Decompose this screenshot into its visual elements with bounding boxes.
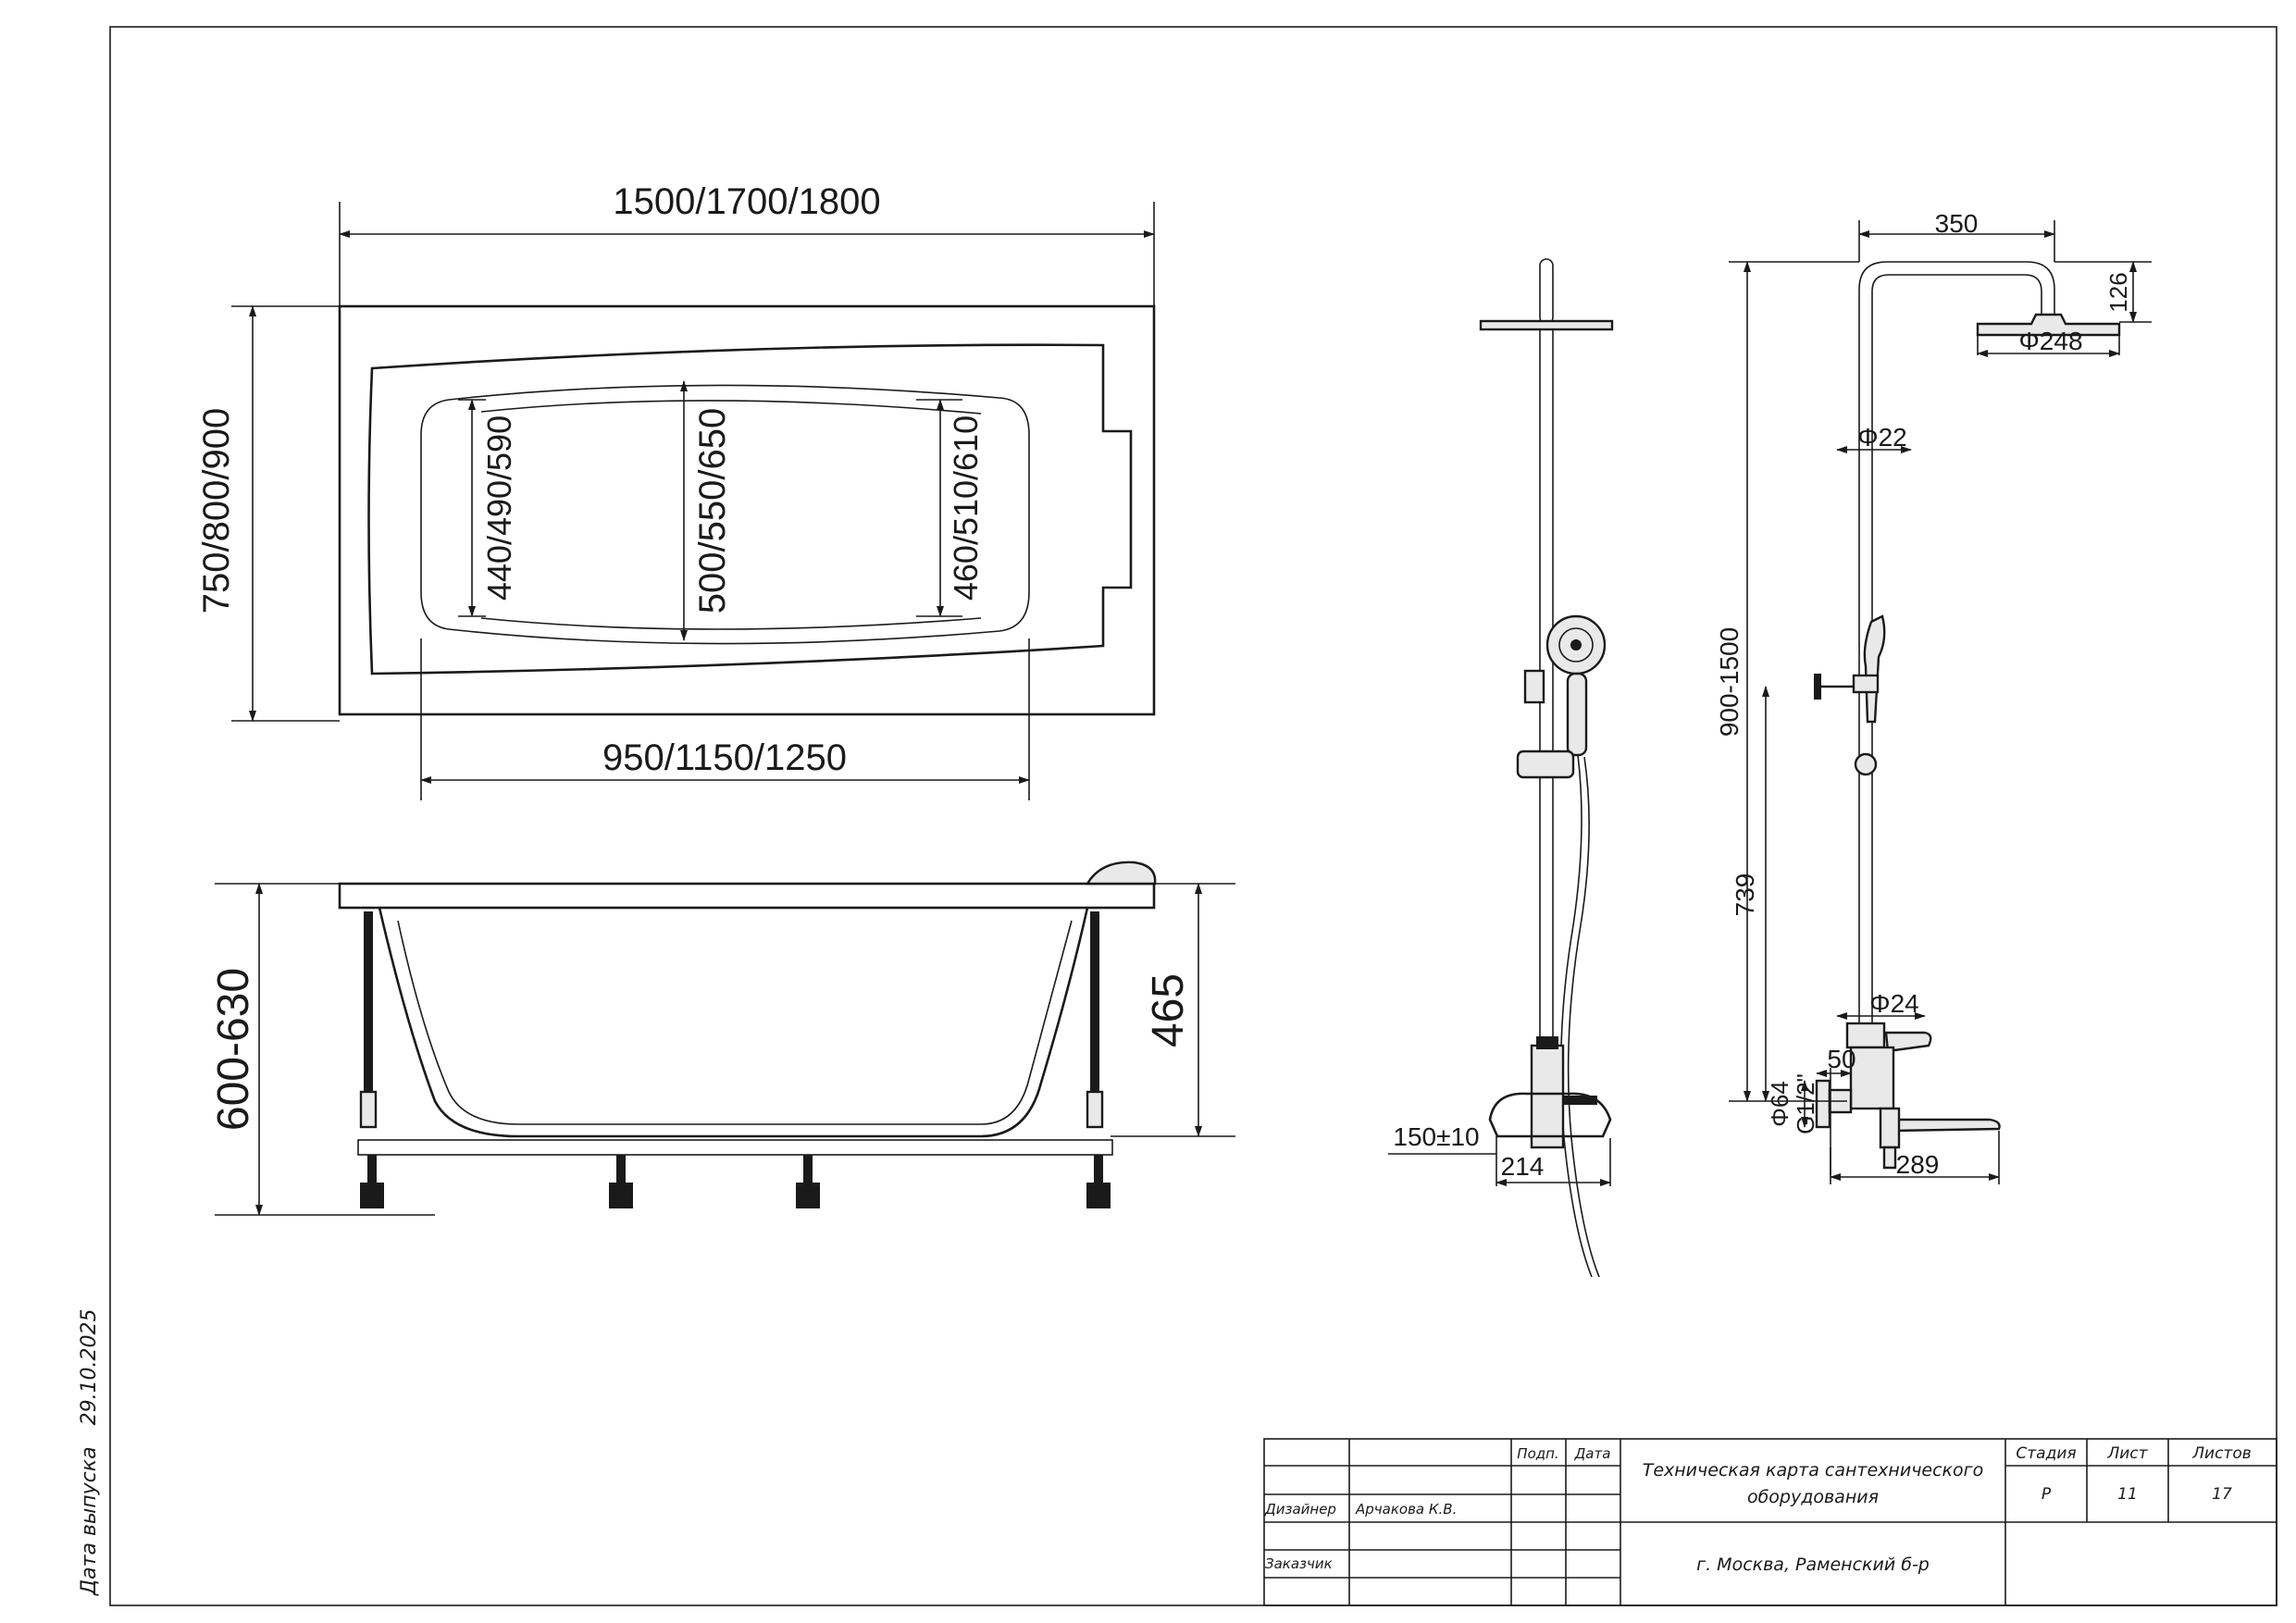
sheet-value: 11 bbox=[2117, 1485, 2138, 1504]
bathtub-top-view: 1500/1700/1800 750/800/900 950/1150/1250… bbox=[196, 181, 1156, 800]
shower-side-holder-knob bbox=[1814, 674, 1821, 700]
dim-bottom-length-label: 950/1150/1250 bbox=[602, 737, 847, 778]
bathtub-side-view: 600-630 465 bbox=[209, 861, 1235, 1216]
shower-side-arm-outer bbox=[1858, 261, 2055, 1027]
dim-inner-left-label: 440/490/590 bbox=[480, 415, 518, 601]
shower-side-slider bbox=[1854, 752, 1878, 776]
dim-shower-height-label: 900-1500 bbox=[1715, 627, 1744, 737]
shower-hose bbox=[1559, 754, 1593, 1278]
bathtub-side-inner bbox=[397, 920, 1073, 1125]
dim-width-label: 750/800/900 bbox=[196, 408, 237, 613]
shower-front-mixer-top bbox=[1536, 1036, 1558, 1049]
dim-thread-label: G1/2" bbox=[1792, 1073, 1819, 1134]
bathtub-leg-right bbox=[1090, 911, 1099, 1092]
col-date-label: Дата bbox=[1574, 1445, 1611, 1462]
sheets-value: 17 bbox=[2212, 1485, 2232, 1504]
shower-side-view: 350 126 Φ248 Φ22 900-1500 739 Φ24 50 Φ64… bbox=[1715, 209, 2152, 1184]
shower-side-lever bbox=[1884, 1031, 1932, 1053]
dim-spout-length-label: 289 bbox=[1896, 1150, 1940, 1179]
shower-side-spout bbox=[1892, 1118, 2001, 1133]
bathtub-bottom-outline bbox=[420, 384, 1030, 645]
dim-height-label: 600-630 bbox=[209, 968, 258, 1131]
shower-hose-2 bbox=[1567, 756, 1600, 1278]
bathtub-side-headrest bbox=[1085, 861, 1157, 886]
bathtub-bottom-inner-line-2 bbox=[480, 617, 982, 630]
designer-name: Арчакова К.В. bbox=[1355, 1501, 1457, 1518]
shower-front-holder bbox=[1523, 669, 1545, 704]
dim-rail-diameter-label: Φ22 bbox=[1857, 423, 1906, 452]
bathtub-leg-left bbox=[364, 911, 373, 1092]
document-title-line1: Техническая карта сантехнического bbox=[1643, 1460, 1984, 1481]
sheets-label: Листов bbox=[2191, 1444, 2252, 1463]
bathtub-side-body bbox=[378, 907, 1089, 1138]
dim-spout-offset-label: 50 bbox=[1827, 1045, 1855, 1073]
bathtub-frame-bar bbox=[357, 1139, 1113, 1156]
customer-label: Заказчик bbox=[1265, 1555, 1333, 1572]
release-date-label: Дата выпуска 29.10.2025 bbox=[78, 1308, 101, 1596]
bathtub-leg-right-foot bbox=[1086, 1090, 1104, 1129]
shower-front-slider bbox=[1516, 750, 1575, 779]
shower-side-holder-clamp bbox=[1852, 674, 1880, 694]
shower-hand-head-center bbox=[1570, 639, 1582, 650]
dim-mixer-depth-label: 214 bbox=[1501, 1152, 1545, 1181]
shower-side-diverter bbox=[1882, 1146, 1897, 1170]
release-date-caption: Дата выпуска bbox=[78, 1446, 101, 1596]
designer-label: Дизайнер bbox=[1264, 1501, 1336, 1518]
shower-front-mixer-lever bbox=[1564, 1096, 1597, 1105]
dim-flange-label: Φ64 bbox=[1766, 1081, 1793, 1127]
dim-mixer-height-label: 739 bbox=[1731, 873, 1759, 917]
dim-arm-length-label: 350 bbox=[1935, 209, 1979, 238]
project-address: г. Москва, Раменский б-р bbox=[1696, 1555, 1930, 1575]
shower-side-mixer-body bbox=[1845, 1022, 1886, 1049]
bathtub-inner-outline bbox=[367, 343, 1133, 675]
bathtub-outer-rim bbox=[338, 304, 1156, 716]
bathtub-side-rim bbox=[338, 882, 1156, 910]
bathtub-leg-left-foot bbox=[359, 1090, 378, 1129]
shower-front-head bbox=[1479, 319, 1614, 331]
release-date-value: 29.10.2025 bbox=[78, 1308, 101, 1425]
dim-depth-label: 465 bbox=[1144, 973, 1193, 1047]
stage-label: Стадия bbox=[2016, 1444, 2076, 1463]
dim-length-label: 1500/1700/1800 bbox=[613, 181, 880, 222]
shower-front-mixer-arms bbox=[1488, 1092, 1612, 1138]
dim-pipe-diameter-label: Φ24 bbox=[1869, 989, 1918, 1018]
shower-front-mixer-body bbox=[1530, 1044, 1565, 1149]
shower-side-mixer-block bbox=[1849, 1046, 1895, 1110]
shower-front-view: 150±10 214 bbox=[1388, 258, 1614, 1278]
dim-head-height-label: 126 bbox=[2104, 272, 2132, 312]
bathtub-bottom-inner-line bbox=[480, 400, 982, 415]
dim-center-distance-label: 150±10 bbox=[1393, 1122, 1479, 1151]
dim-inner-center-label: 500/550/650 bbox=[692, 408, 733, 613]
col-sign-label: Подп. bbox=[1517, 1445, 1558, 1462]
sheet-frame bbox=[109, 26, 2277, 1606]
shower-side-handshower bbox=[1863, 614, 1886, 724]
dim-head-diameter-label: Φ248 bbox=[2018, 327, 2082, 355]
shower-hand-handle bbox=[1566, 672, 1588, 757]
bathtub-feet bbox=[360, 1155, 1111, 1208]
title-block: Подп. Дата Дизайнер Арчакова К.В. Заказч… bbox=[1263, 1438, 2277, 1606]
shower-side-spout-neck bbox=[1879, 1107, 1901, 1149]
sheet-label: Лист bbox=[2106, 1444, 2148, 1463]
stage-value: Р bbox=[2042, 1485, 2052, 1504]
shower-front-pipe-top bbox=[1539, 258, 1554, 325]
dim-inner-right-label: 460/510/610 bbox=[947, 415, 985, 601]
shower-hand-head-inner bbox=[1558, 627, 1594, 663]
document-title-line2: оборудования bbox=[1747, 1487, 1879, 1507]
shower-side-arm-inner bbox=[1871, 274, 2042, 1027]
